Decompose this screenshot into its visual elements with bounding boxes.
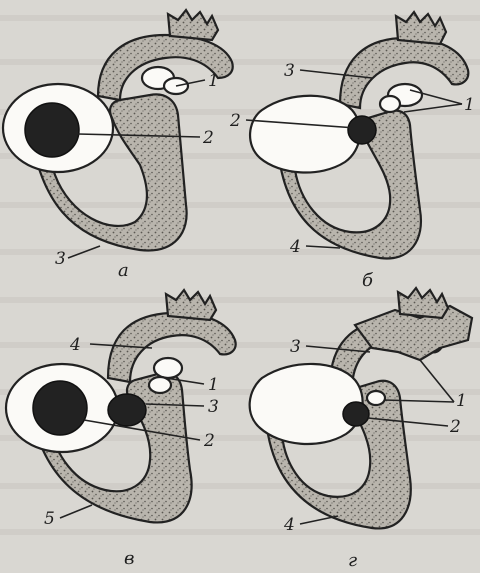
label-v-1: 1	[208, 375, 219, 395]
arch-branches-v	[166, 290, 216, 320]
label-b-4: 4	[289, 237, 301, 257]
caption-b: б	[362, 270, 374, 291]
label-b-3: 3	[284, 61, 295, 81]
label-a-3: 3	[55, 249, 66, 269]
atrium-shape-b	[250, 96, 360, 173]
label-g-4: 4	[283, 515, 295, 535]
atrium-shape-g	[250, 364, 363, 444]
label-b-2: 2	[229, 111, 241, 131]
caption-g: г	[348, 550, 357, 569]
bulb-g	[367, 391, 385, 405]
panel-g: 3 1 2 4 г	[250, 288, 472, 569]
pulmonary-bulb-v2	[149, 377, 171, 393]
label-g-3: 3	[290, 337, 301, 357]
panel-v: 4 1 3 2 5 в	[6, 290, 236, 569]
label-v-4: 4	[69, 335, 81, 355]
arch-branches-a	[168, 10, 218, 40]
label-v-5: 5	[44, 509, 55, 529]
leader-g-1b	[420, 360, 454, 402]
septal-defect-v-large	[33, 381, 87, 435]
arch-branches-g	[398, 288, 448, 318]
septal-defect-a	[25, 103, 79, 157]
caption-v: в	[124, 548, 134, 569]
leader-v-5	[60, 505, 92, 518]
leader-b-4	[306, 246, 340, 248]
label-v-3: 3	[208, 397, 219, 417]
label-a-2: 2	[202, 128, 214, 148]
septal-defect-g	[343, 402, 369, 426]
septal-defect-v-small	[108, 394, 146, 426]
pulmonary-bulb-v	[154, 358, 182, 378]
label-b-1: 1	[464, 95, 475, 115]
panel-a: 1 2 3 а	[3, 10, 233, 281]
caption-a: а	[118, 260, 129, 281]
leader-g-4	[300, 516, 338, 524]
label-g-2: 2	[449, 417, 461, 437]
label-g-1: 1	[456, 391, 467, 411]
septal-defect-b	[348, 116, 376, 144]
pulmonary-bulb-b2	[380, 96, 400, 112]
label-v-2: 2	[203, 431, 215, 451]
label-a-1: 1	[208, 71, 219, 91]
